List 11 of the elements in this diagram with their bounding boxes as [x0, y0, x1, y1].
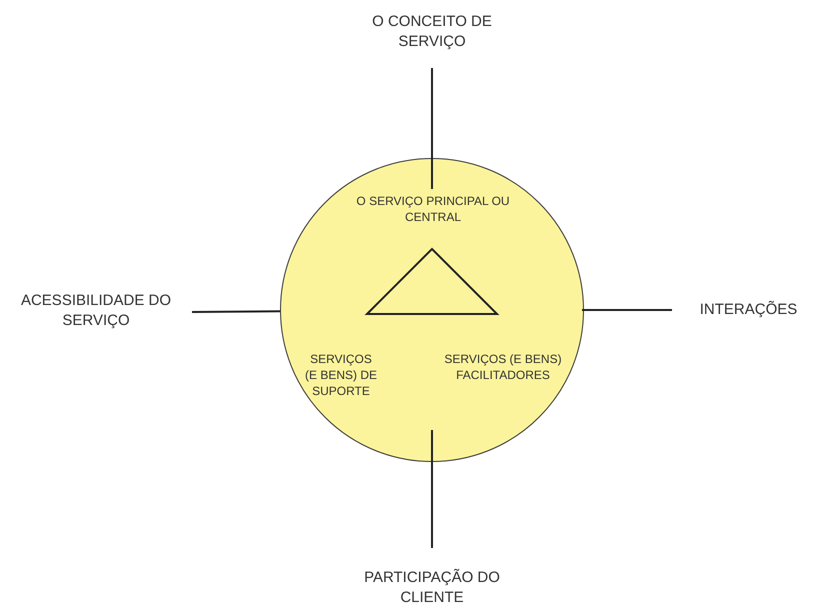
dimension-label: O CONCEITO DE SERVIÇO [352, 12, 512, 52]
connector-line [582, 309, 672, 311]
circle-text: O SERVIÇO PRINCIPAL OU CENTRAL [355, 193, 511, 225]
circle-text: SERVIÇOS (E BENS) FACILITADORES [443, 351, 563, 383]
dimension-label: ACESSIBILIDADE DO SERVIÇO [6, 291, 186, 331]
dimension-label: PARTICIPAÇÃO DO CLIENTE [342, 568, 522, 608]
connector-line [192, 310, 280, 313]
dimension-label: INTERAÇÕES [676, 300, 821, 320]
connector-line [431, 68, 433, 189]
connector-line [431, 430, 433, 548]
circle-text: SERVIÇOS (E BENS) DE SUPORTE [304, 351, 378, 399]
